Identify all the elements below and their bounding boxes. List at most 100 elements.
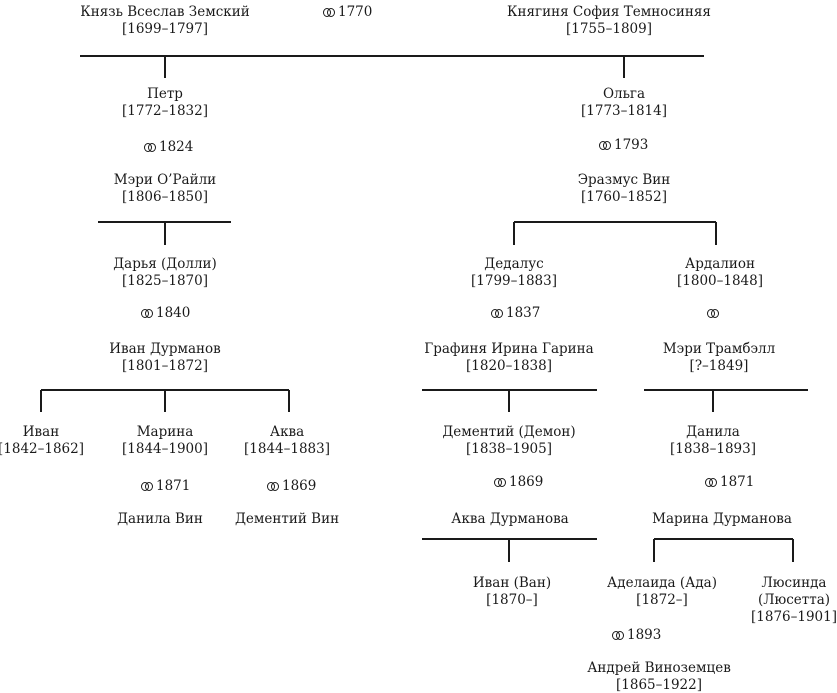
person-years: [1820–1838]: [466, 358, 552, 374]
marriage-year: 1869: [509, 474, 544, 490]
person-sofia: Княгиня София Темносиняя [1755–1809]: [507, 4, 711, 38]
person-name: Ольга: [602, 86, 646, 102]
interlocked-rings-icon: [491, 309, 503, 318]
interlocked-rings-icon: [141, 482, 153, 491]
person-dementiy: Дементий (Демон) [1838–1905]: [442, 424, 575, 458]
person-dementiy-vin: Дементий Вин: [235, 511, 339, 528]
interlocked-rings-icon: [144, 143, 156, 152]
marriage-darya-ivan: 1840: [141, 305, 190, 322]
marriage-aqua-dementiy: 1869: [267, 478, 316, 495]
person-name: Петр: [147, 86, 183, 102]
person-years: [1773–1814]: [581, 103, 667, 119]
person-years: [1872–]: [636, 592, 688, 608]
person-years: [1876–1901]: [751, 609, 837, 625]
person-irina: Графиня Ирина Гарина [1820–1838]: [424, 341, 593, 375]
marriage-year: 1893: [627, 627, 662, 643]
person-name: Князь Всеслав Земский: [80, 4, 250, 20]
marriage-ardalion-mary: [707, 305, 722, 322]
marriage-olga-erazmus: 1793: [599, 137, 648, 154]
person-dedalus: Дедалус [1799–1883]: [471, 256, 557, 290]
marriage-marina-danila: 1871: [141, 478, 190, 495]
person-name: Графиня Ирина Гарина: [424, 341, 594, 357]
person-danila-vin: Данила Вин: [117, 511, 203, 528]
interlocked-rings-icon: [707, 309, 719, 318]
person-years: [1801–1872]: [121, 358, 208, 374]
person-name: Люсинда: [761, 575, 827, 591]
person-years: [1844–1900]: [122, 441, 208, 457]
marriage-ada-andrey: 1893: [612, 627, 661, 644]
person-name: Мэри О’Райли: [113, 172, 217, 188]
person-name: Марина Дурманова: [652, 511, 792, 527]
marriage-dedalus-irina: 1837: [491, 305, 540, 322]
person-aqua-durmanova: Аква Дурманова: [451, 511, 569, 528]
person-name: Данила Вин: [117, 511, 203, 527]
interlocked-rings-icon: [599, 141, 611, 150]
person-alias: (Люсетта): [757, 592, 831, 608]
person-name: Княгиня София Темносиняя: [507, 4, 711, 20]
person-years: [1842–1862]: [0, 441, 84, 457]
person-years: [1844–1883]: [244, 441, 330, 457]
person-mary-trumbull: Мэри Трамбэлл [?–1849]: [663, 341, 775, 375]
person-name: Мэри Трамбэлл: [662, 341, 776, 357]
marriage-year: 1869: [282, 478, 317, 494]
interlocked-rings-icon: [612, 631, 624, 640]
person-aqua: Аква [1844–1883]: [244, 424, 330, 458]
marriage-petr-mary: 1824: [144, 139, 193, 156]
person-danila: Данила [1838–1893]: [670, 424, 756, 458]
person-mary-oreilly: Мэри О’Райли [1806–1850]: [114, 172, 216, 206]
person-ada: Аделаида (Ада) [1872–]: [607, 575, 717, 609]
person-years: [1825–1870]: [122, 273, 208, 289]
person-name: Иван (Ван): [472, 575, 552, 591]
person-years: [1800–1848]: [677, 273, 763, 289]
person-years: [1870–]: [486, 592, 538, 608]
marriage-year: 1793: [614, 137, 649, 153]
person-name: Дементий Вин: [234, 511, 340, 527]
marriage-year: 1871: [720, 474, 755, 490]
person-name: Иван: [22, 424, 60, 440]
person-erazmus: Эразмус Вин [1760–1852]: [578, 172, 671, 206]
person-years: [1865–1922]: [616, 677, 702, 693]
person-ardalion: Ардалион [1800–1848]: [677, 256, 763, 290]
person-name: Иван Дурманов: [109, 341, 221, 357]
person-years: [1772–1832]: [122, 103, 208, 119]
person-ivan-durmanov: Иван Дурманов [1801–1872]: [109, 341, 221, 375]
marriage-year: 1871: [156, 478, 191, 494]
interlocked-rings-icon: [705, 478, 717, 487]
person-name: Аква: [269, 424, 305, 440]
interlocked-rings-icon: [267, 482, 279, 491]
person-marina-durmanova: Марина Дурманова: [652, 511, 792, 528]
person-ivan: Иван [1842–1862]: [0, 424, 84, 458]
person-name: Марина: [136, 424, 194, 440]
person-olga: Ольга [1773–1814]: [581, 86, 667, 120]
interlocked-rings-icon: [323, 8, 335, 17]
person-years: [1806–1850]: [121, 189, 208, 205]
person-name: Данила: [686, 424, 740, 440]
person-years: [1699–1797]: [121, 21, 208, 37]
person-years: [1799–1883]: [471, 273, 557, 289]
person-marina: Марина [1844–1900]: [122, 424, 208, 458]
person-van: Иван (Ван) [1870–]: [473, 575, 551, 609]
marriage-year: 1837: [506, 305, 541, 321]
marriage-vseslav-sofia: 1770: [323, 4, 372, 21]
person-name: Эразмус Вин: [577, 172, 671, 188]
person-name: Ардалион: [685, 256, 755, 272]
marriage-year: 1770: [338, 4, 373, 20]
person-years: [1838–1905]: [466, 441, 552, 457]
marriage-year: 1824: [159, 139, 194, 155]
person-name: Дедалус: [484, 256, 544, 272]
person-vseslav: Князь Всеслав Земский [1699–1797]: [80, 4, 249, 38]
person-andrey: Андрей Виноземцев [1865–1922]: [587, 660, 731, 693]
person-name: Андрей Виноземцев: [587, 660, 731, 676]
person-years: [1755–1809]: [565, 21, 652, 37]
person-name: Дарья (Долли): [113, 256, 217, 272]
interlocked-rings-icon: [494, 478, 506, 487]
person-name: Аква Дурманова: [451, 511, 569, 527]
marriage-dementiy-aqua: 1869: [494, 474, 543, 491]
interlocked-rings-icon: [141, 309, 153, 318]
marriage-danila-marina: 1871: [705, 474, 754, 491]
person-name: Аделаида (Ада): [607, 575, 717, 591]
person-years: [?–1849]: [689, 358, 749, 374]
person-lucinda: Люсинда (Люсетта) [1876–1901]: [751, 575, 837, 626]
